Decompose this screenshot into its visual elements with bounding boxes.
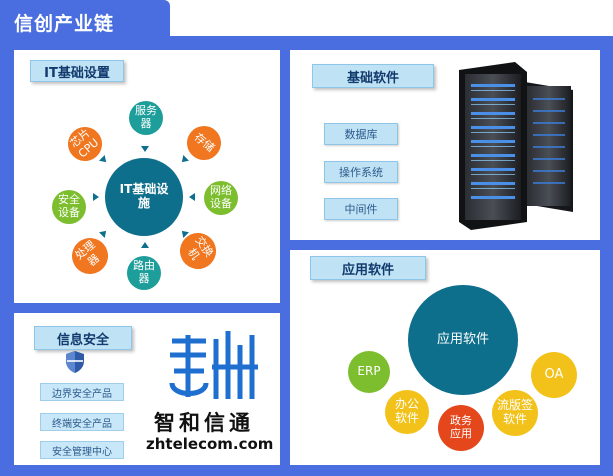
basic-software-header: 基础软件 [312,64,434,88]
node-security-device-label: 安全设备 [58,193,80,219]
shield-icon [66,351,84,373]
node-storage-label: 存储 [191,130,218,155]
node-format-sign-label: 流版签软件 [496,398,533,426]
security-item: 终端安全产品 [40,413,124,431]
server-rack-icon [459,62,573,230]
node-office: 办公软件 [385,390,429,434]
node-switch-label: 交换机 [185,234,216,263]
arrow-top [141,146,149,152]
info-security-header: 信息安全 [34,326,132,350]
basic-software-item: 操作系统 [324,161,398,183]
node-router-label: 路由器 [133,259,155,285]
node-server: 服务器 [129,101,163,135]
it-infra-header: IT基础设置 [30,60,124,82]
arrow-left [93,193,99,201]
node-erp: ERP [348,351,390,393]
node-network-device-label: 网络设备 [210,184,232,210]
node-office-label: 办公软件 [394,397,419,425]
node-gov-app-label: 政务应用 [450,414,472,440]
brand-url: zhtelecom.com [146,435,274,453]
node-processor-label: 处理器 [72,238,102,269]
it-infra-center: IT基础设施 [105,158,183,236]
it-infra-center-label: IT基础设施 [119,182,169,210]
node-format-sign: 流版签软件 [492,390,538,436]
node-router: 路由器 [127,256,161,290]
node-network-device: 网络设备 [204,181,238,215]
security-item: 安全管理中心 [40,441,124,459]
arrow-right [189,193,195,201]
security-item: 边界安全产品 [40,383,124,401]
arrow-bottom [141,242,149,248]
brand-logo-icon [169,331,258,399]
node-oa: OA [531,352,577,398]
basic-software-item: 数据库 [324,123,398,145]
page-title: 信创产业链 [14,13,115,35]
node-server-label: 服务器 [135,104,157,130]
app-software-center: 应用软件 [408,285,518,395]
node-security-device: 安全设备 [52,190,86,224]
node-gov-app: 政务应用 [438,405,484,451]
app-software-header: 应用软件 [310,256,426,280]
basic-software-item: 中间件 [324,198,398,220]
brand-name: 智和信通 [154,411,254,435]
